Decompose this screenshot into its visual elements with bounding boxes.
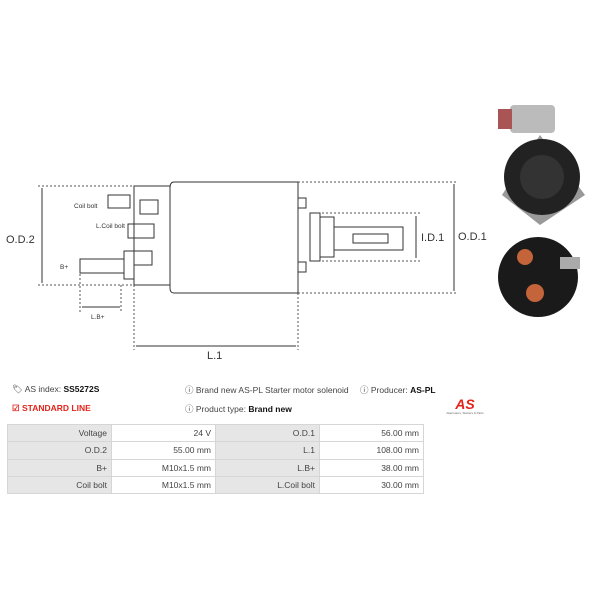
spec-label: O.D.2 bbox=[7, 441, 112, 460]
spec-value: 108.00 mm bbox=[319, 441, 424, 460]
spec-label: L.1 bbox=[215, 441, 320, 460]
l1-label: L.1 bbox=[207, 350, 222, 362]
producer: ⓘ Producer: AS-PL bbox=[360, 385, 436, 395]
spec-label: B+ bbox=[7, 458, 112, 477]
l-coil-bolt-label: L.Coil bolt bbox=[96, 223, 125, 230]
spec-value: M10x1.5 mm bbox=[111, 475, 216, 495]
description: ⓘ Brand new AS-PL Starter motor solenoid bbox=[185, 385, 349, 395]
tag-icon: 🏷 bbox=[12, 384, 23, 394]
spec-value: 24 V bbox=[111, 423, 216, 443]
od2-label: O.D.2 bbox=[6, 234, 35, 246]
spec-label: L.Coil bolt bbox=[215, 475, 320, 495]
spec-value: 56.00 mm bbox=[319, 423, 424, 443]
as-pl-logo: AS Alternators, Starters & Parts bbox=[446, 396, 484, 415]
spec-value: 30.00 mm bbox=[319, 475, 424, 495]
spec-label: O.D.1 bbox=[215, 423, 320, 443]
info-icon: ⓘ bbox=[185, 404, 194, 414]
spec-value: M10x1.5 mm bbox=[111, 458, 216, 477]
coil-bolt-label: Coil bolt bbox=[74, 203, 98, 210]
b-plus-label: B+ bbox=[60, 264, 68, 271]
check-square-icon: ☑ bbox=[12, 403, 20, 413]
solenoid-diagram: O.D.2 O.D.1 I.D.1 L.1 Coil bolt L.Coil b… bbox=[6, 181, 487, 362]
standard-line: ☑ STANDARD LINE bbox=[12, 403, 91, 413]
product-type: ⓘ Product type: Brand new bbox=[185, 404, 292, 414]
od1-label: O.D.1 bbox=[458, 231, 487, 243]
as-index: 🏷 AS index: SS5272S bbox=[12, 384, 100, 394]
spec-label: Coil bolt bbox=[7, 475, 112, 495]
spec-label: L.B+ bbox=[215, 458, 320, 477]
product-photos bbox=[498, 105, 585, 317]
info-icon: ⓘ bbox=[360, 385, 369, 395]
l-b-plus-label: L.B+ bbox=[91, 314, 105, 321]
info-icon: ⓘ bbox=[185, 385, 194, 395]
id1-label: I.D.1 bbox=[421, 232, 444, 244]
spec-value: 55.00 mm bbox=[111, 441, 216, 460]
spec-label: Voltage bbox=[7, 423, 112, 443]
spec-value: 38.00 mm bbox=[319, 458, 424, 477]
